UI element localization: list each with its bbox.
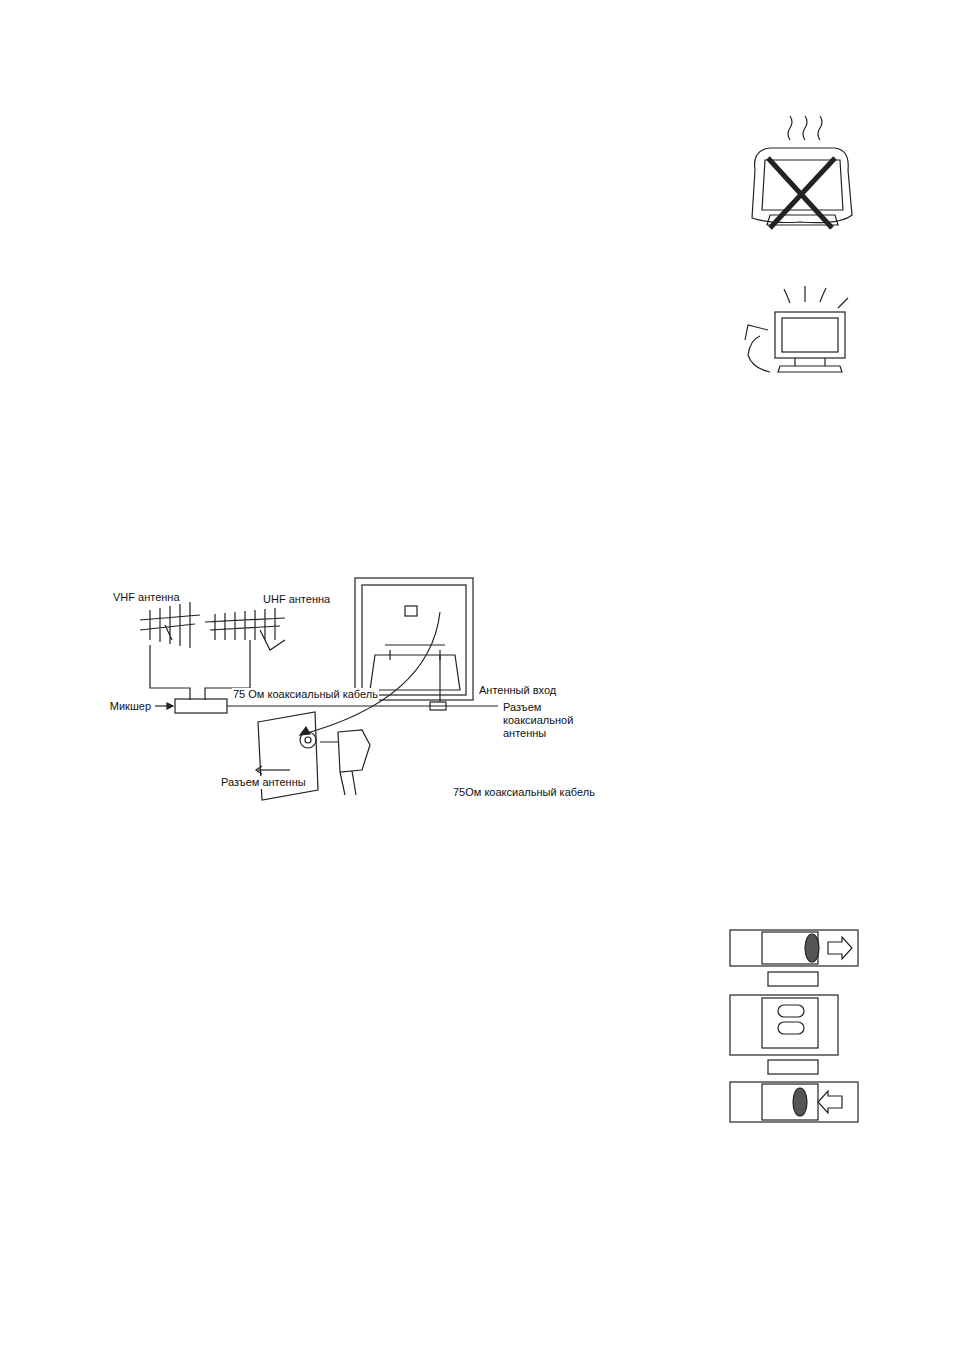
socket-label: Разъем антенны — [220, 776, 307, 789]
input-label: Антенный вход — [478, 684, 557, 697]
antenna-connection-figure — [140, 578, 498, 800]
cable-label: 75Ом коаксиальный кабель — [452, 786, 596, 799]
antenna-label: VHF антенна — [112, 591, 181, 604]
connector-label: Разъем коаксиальной антенны — [502, 701, 584, 740]
antenna-label: UHF антенна — [262, 593, 331, 606]
mixer-box — [175, 699, 227, 713]
mixer-label: Микшер — [109, 700, 152, 713]
covered-tv-figure — [752, 116, 852, 228]
cable-label: 75 Ом коаксиальный кабель — [232, 688, 379, 701]
battery-compartment-figure — [730, 930, 858, 1122]
ventilated-tv-figure — [745, 286, 848, 372]
